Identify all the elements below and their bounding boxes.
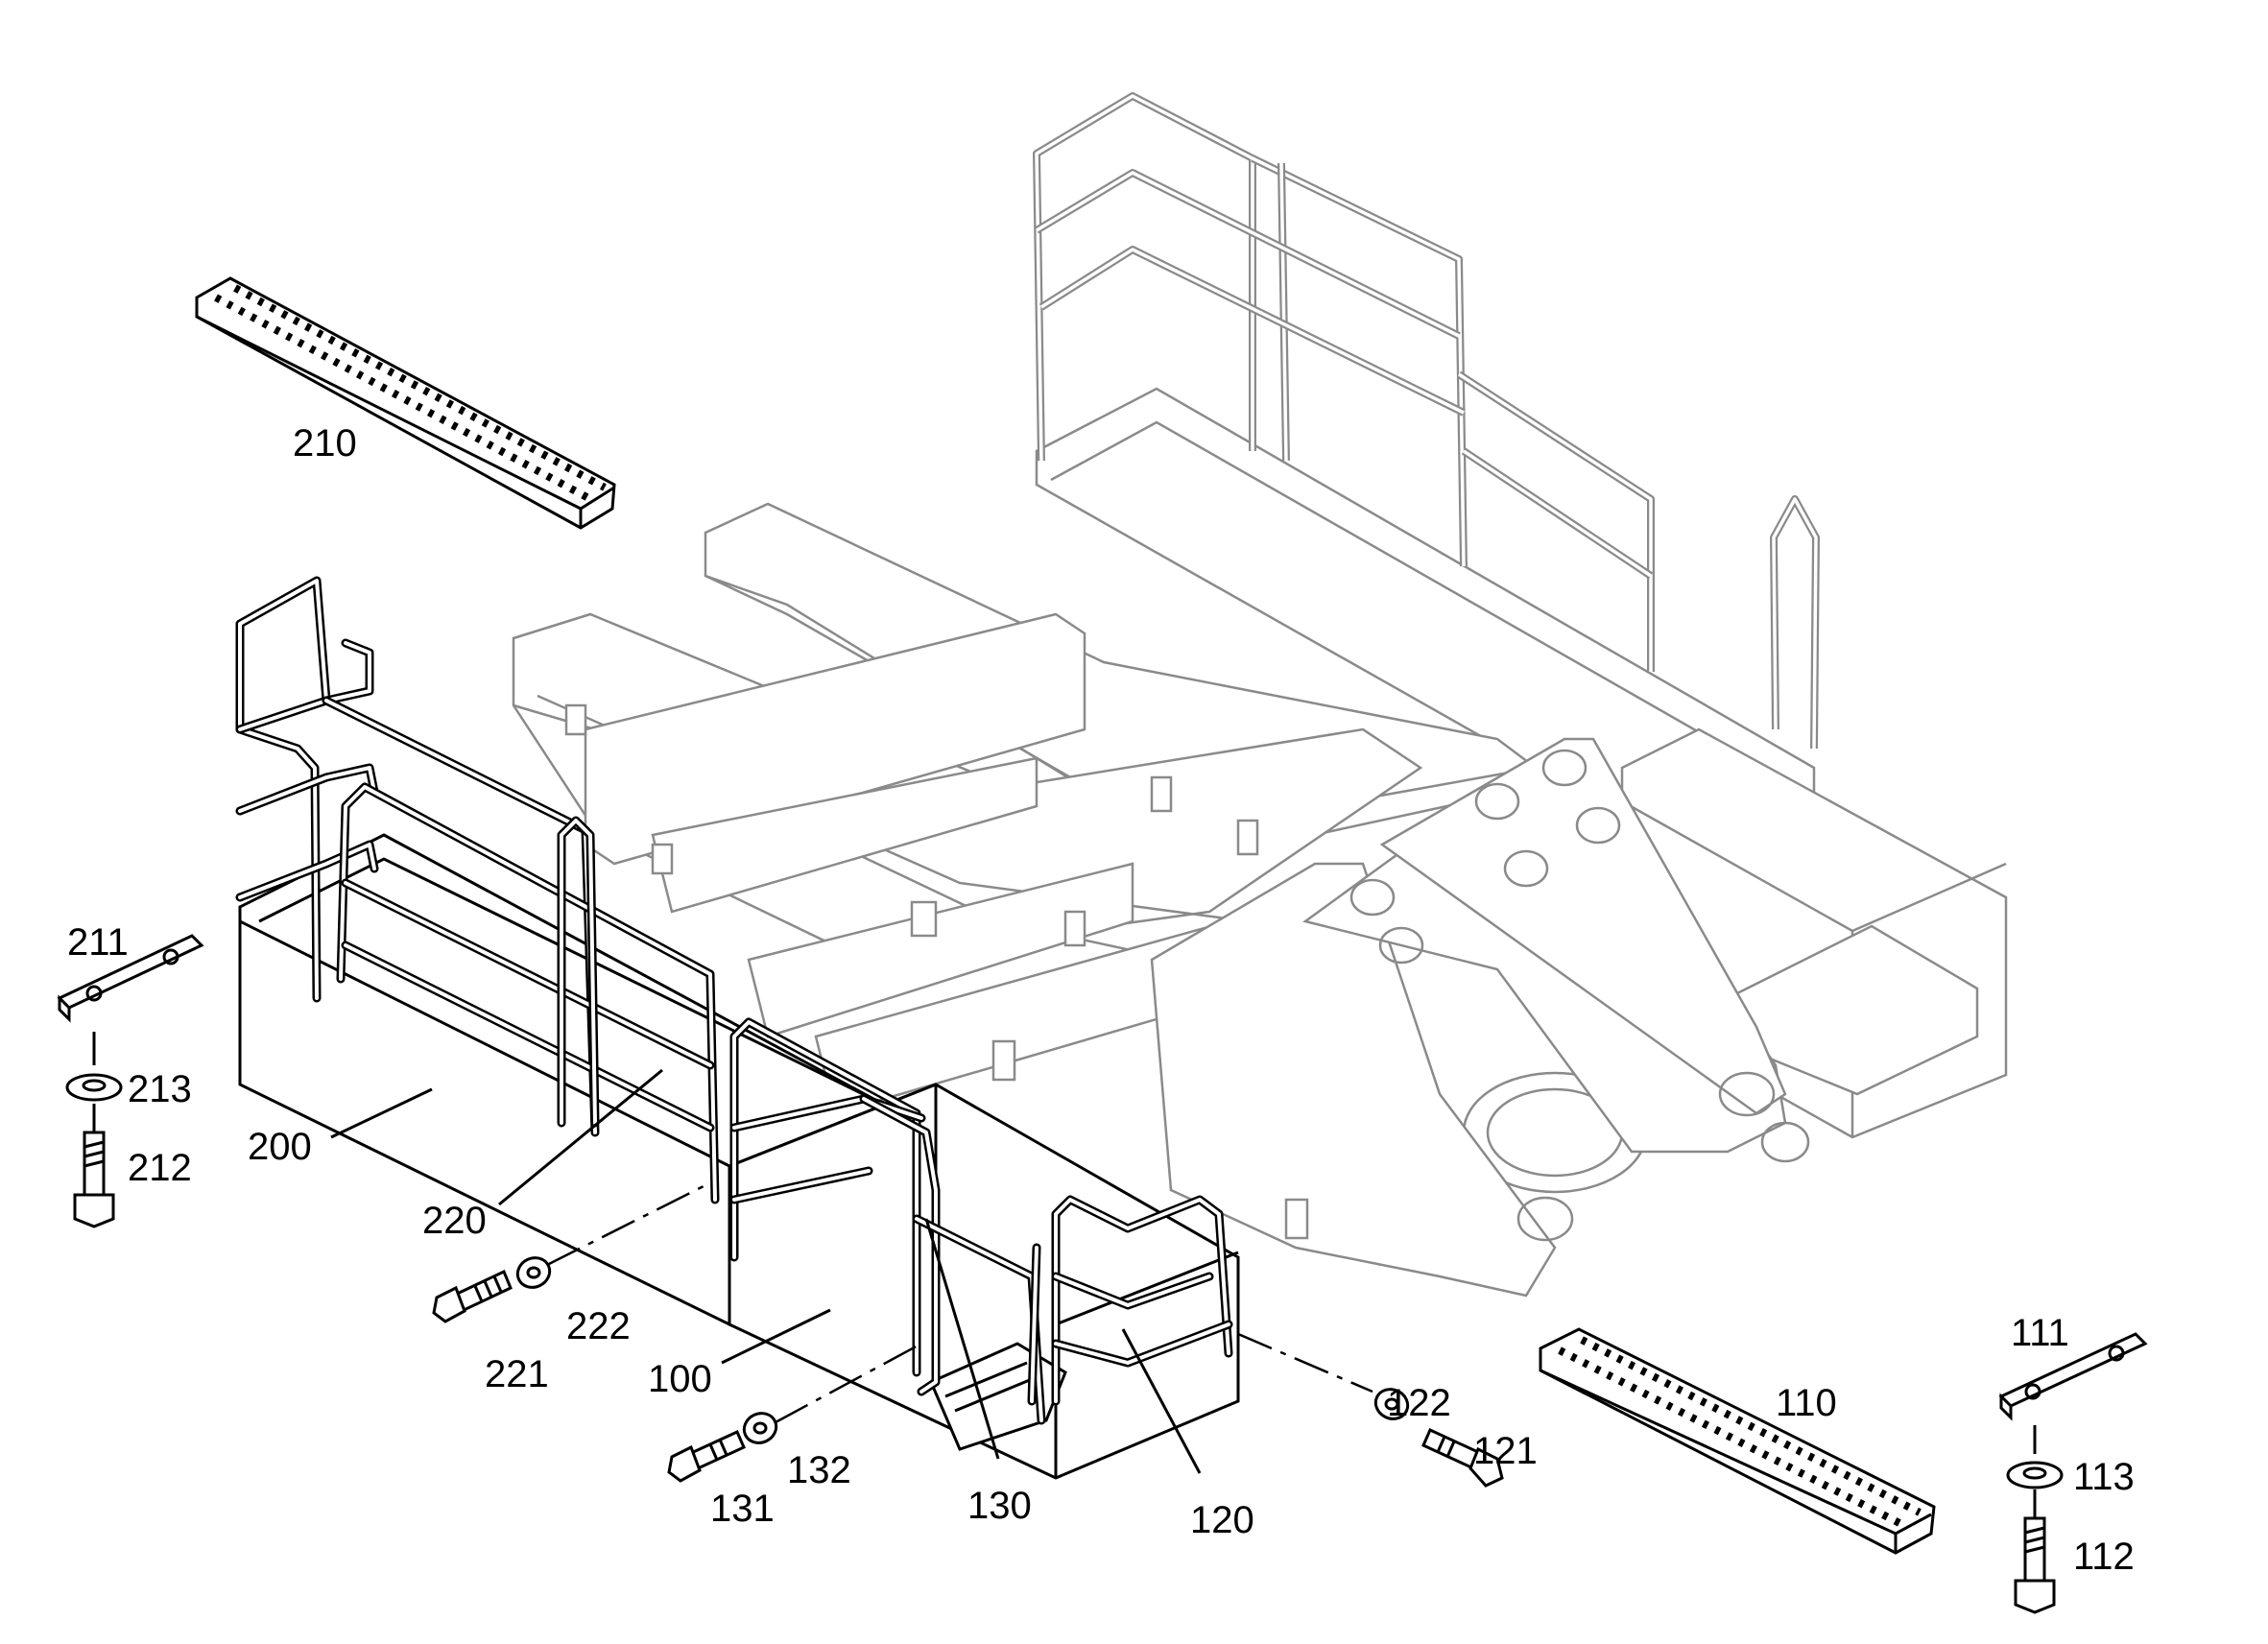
label-213: 213 [128, 1068, 192, 1110]
clamp-plate-211 [57, 934, 204, 1023]
label-121: 121 [1473, 1430, 1538, 1472]
bolt-121 [1421, 1427, 1504, 1488]
label-211: 211 [67, 921, 129, 964]
washer-132 [742, 1412, 778, 1444]
bolt-112 [2014, 1516, 2056, 1614]
label-122: 122 [1387, 1382, 1451, 1424]
label-220: 220 [422, 1200, 487, 1242]
step-plate-110 [1539, 1327, 1936, 1555]
bolt-212 [73, 1131, 115, 1228]
washer-222 [515, 1256, 552, 1289]
label-222: 222 [566, 1305, 631, 1347]
clamp-plate-111 [1998, 1332, 2148, 1421]
label-110: 110 [1776, 1382, 1837, 1424]
chassis-frame [512, 92, 2008, 1298]
label-112: 112 [2073, 1536, 2135, 1578]
leader-lines [330, 1068, 1202, 1474]
callout-labels: 210 211 213 212 200 220 222 221 100 132 … [67, 422, 2135, 1578]
bolt-221 [432, 1269, 513, 1323]
label-210: 210 [293, 422, 357, 465]
label-111: 111 [2011, 1312, 2069, 1354]
washer-113 [2006, 1461, 2064, 1489]
bolt-131 [667, 1429, 746, 1483]
walkway-100 [728, 1083, 1240, 1480]
label-132: 132 [787, 1449, 851, 1491]
washer-122 [1373, 1388, 1410, 1420]
label-131: 131 [710, 1488, 775, 1530]
railing-220 [235, 576, 720, 1204]
washer-213 [65, 1073, 123, 1102]
label-200: 200 [248, 1126, 312, 1168]
label-130: 130 [967, 1485, 1032, 1527]
label-120: 120 [1190, 1499, 1254, 1541]
step-plate-210 [195, 276, 616, 530]
label-221: 221 [485, 1353, 549, 1395]
railing-120 [1027, 1195, 1233, 1406]
label-100: 100 [648, 1358, 712, 1400]
label-212: 212 [128, 1147, 192, 1189]
label-113: 113 [2073, 1456, 2135, 1498]
